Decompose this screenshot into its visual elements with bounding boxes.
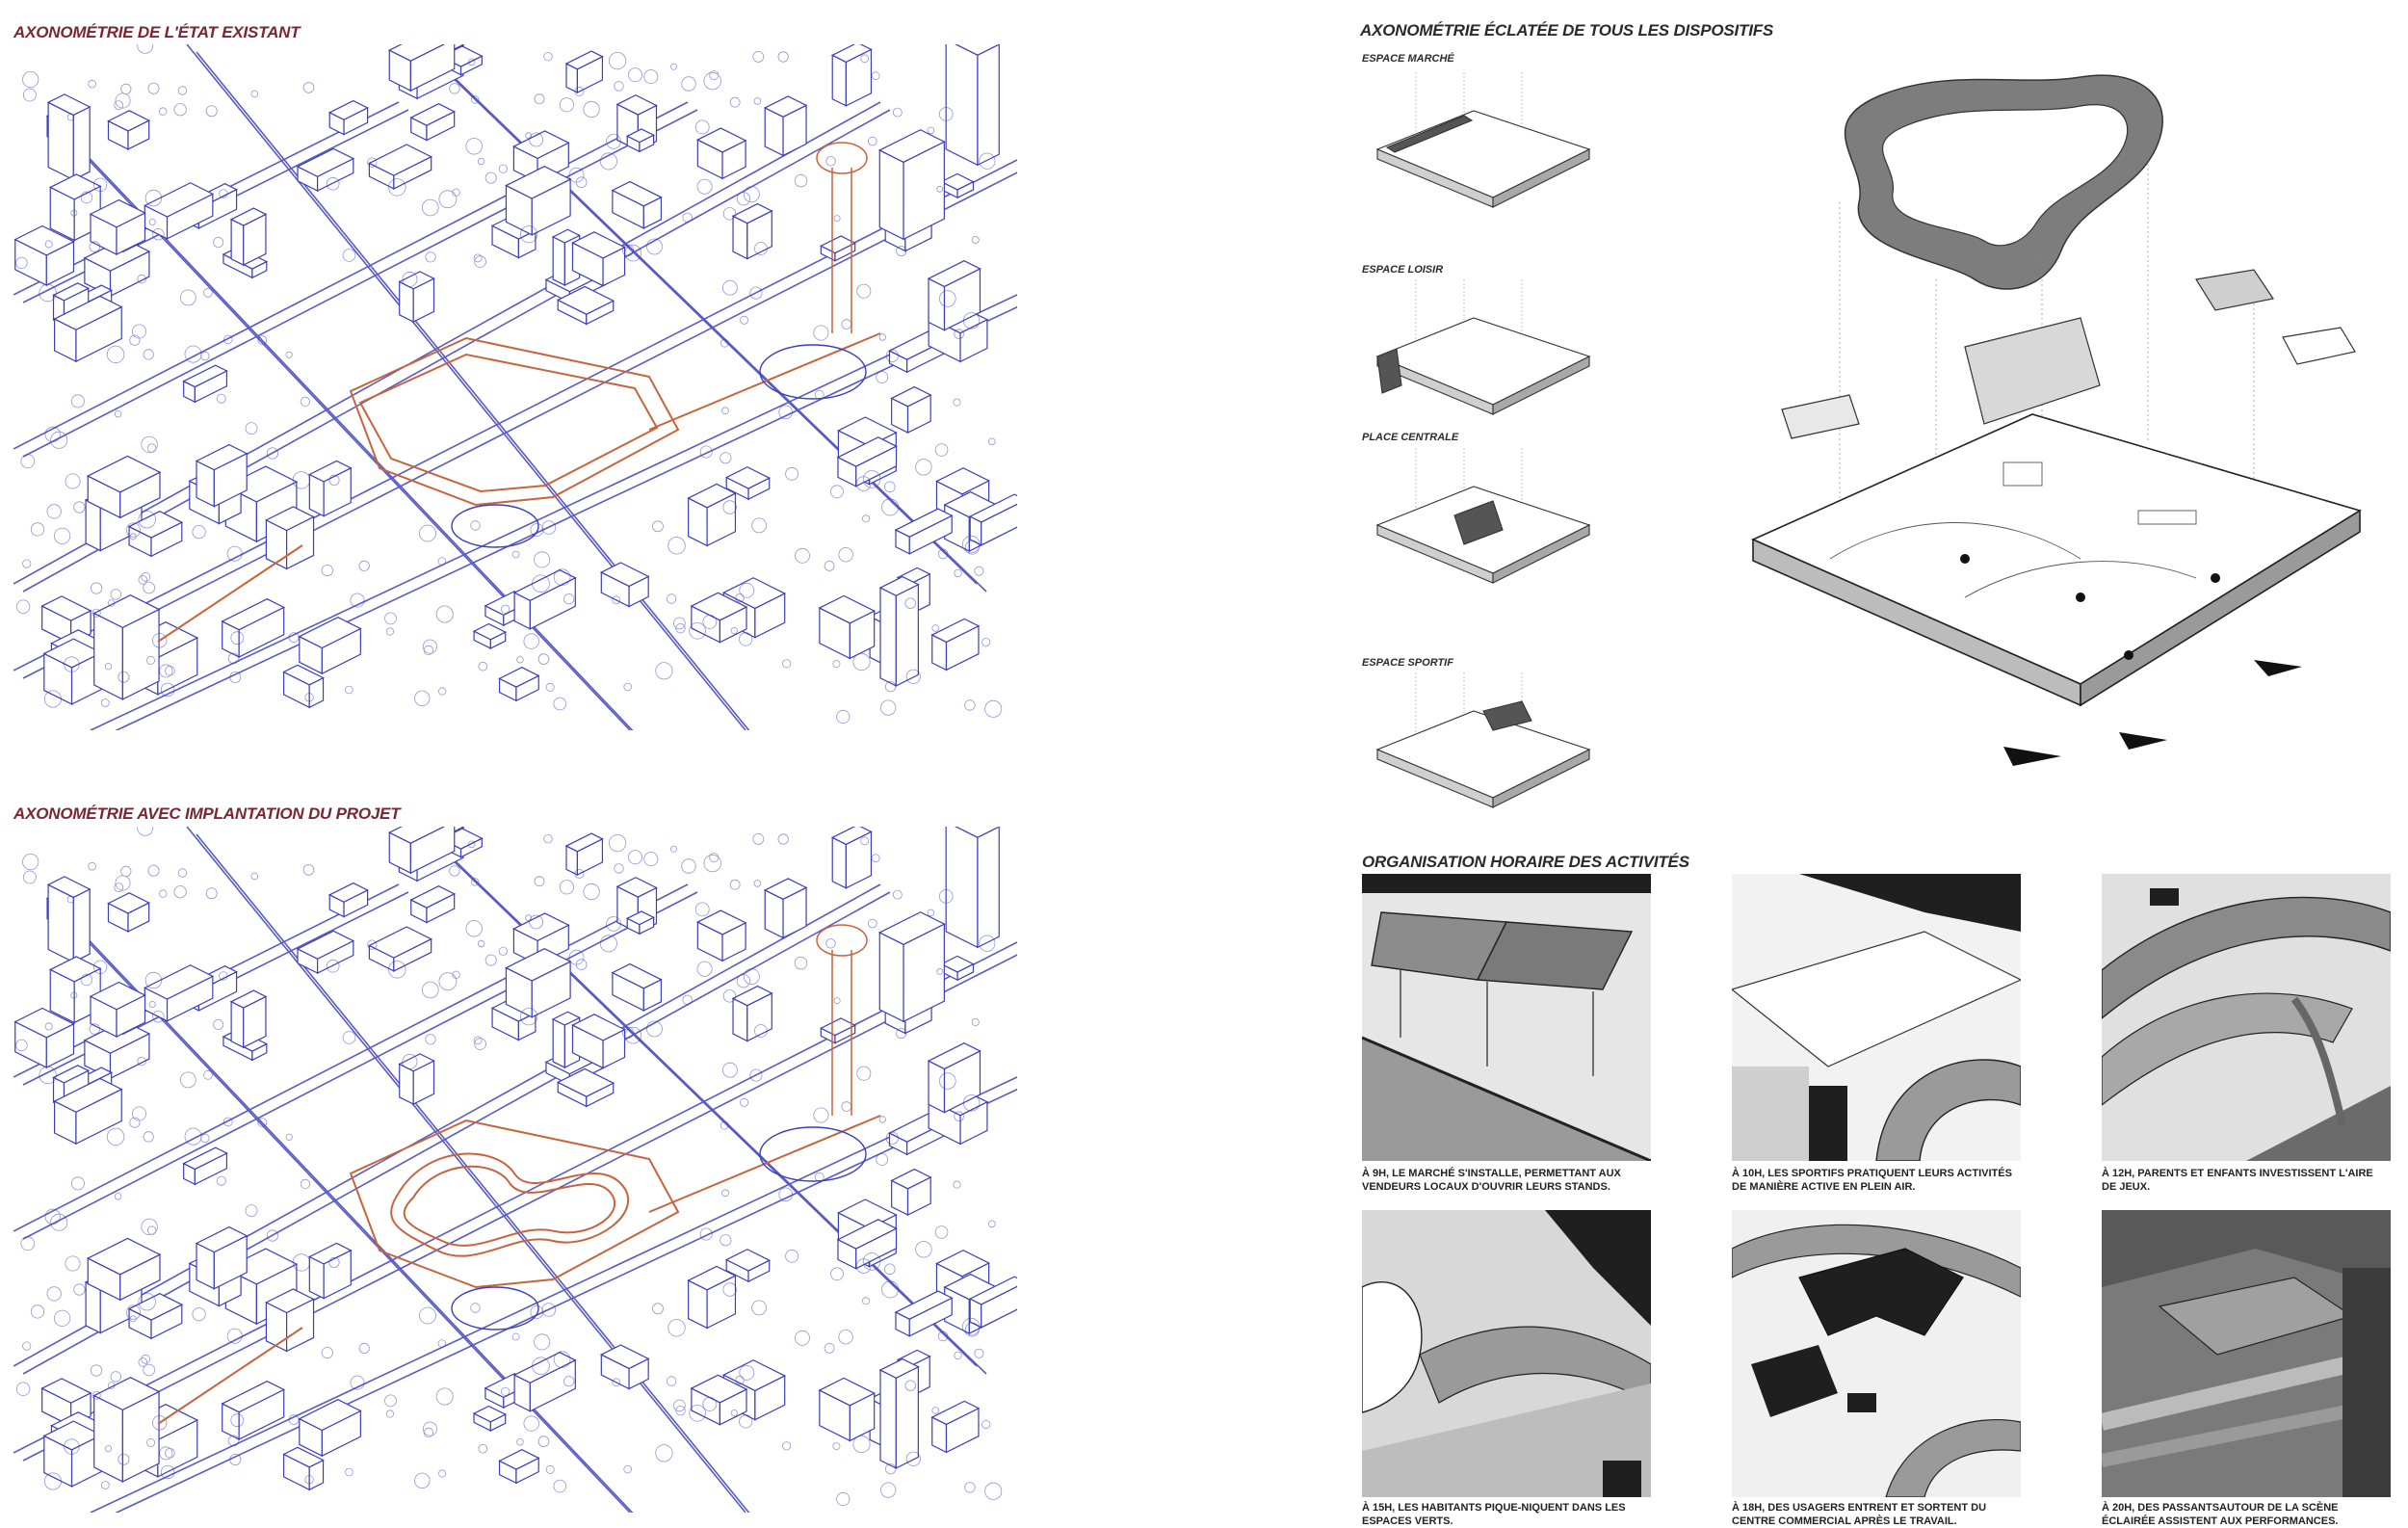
activity-panel-15h bbox=[1362, 1210, 1651, 1497]
existing-axonometry-drawing bbox=[13, 44, 1017, 730]
activity-caption-9h: À 9H, LE MARCHÉ S'INSTALLE, PERMETTANT A… bbox=[1362, 1168, 1621, 1193]
building-blocks bbox=[13, 827, 1017, 1491]
vegetation-hatching bbox=[15, 827, 1003, 1507]
central-square-outline bbox=[157, 332, 881, 643]
activity-caption-12h: À 12H, PARENTS ET ENFANTS INVESTISSENT L… bbox=[2102, 1168, 2373, 1193]
activity-panel-18h bbox=[1732, 1210, 2021, 1497]
title-existing-axonometry: AXONOMÉTRIE DE L'ÉTAT EXISTANT bbox=[13, 23, 301, 41]
device-drawing bbox=[1375, 279, 1591, 415]
tower-landmark bbox=[816, 924, 868, 1116]
exploded-axonometry-drawing bbox=[1751, 74, 2362, 766]
device-label: PLACE CENTRALE bbox=[1362, 432, 1459, 443]
activity-caption-20h: À 20H, DES PASSANTSAUTOUR DE LA SCÈNE ÉC… bbox=[2102, 1502, 2339, 1527]
base-platform bbox=[1751, 413, 2362, 707]
device-drawing bbox=[1375, 672, 1591, 808]
activity-caption-10h: À 10H, LES SPORTIFS PRATIQUENT LEURS ACT… bbox=[1732, 1168, 2012, 1193]
tower-landmark bbox=[816, 142, 868, 333]
roundabout-east bbox=[451, 344, 867, 548]
platform-details bbox=[1829, 461, 2197, 598]
device-drawing bbox=[1375, 72, 1591, 208]
floating-volumes bbox=[1781, 269, 2356, 439]
title-project-axonometry: AXONOMÉTRIE AVEC IMPLANTATION DU PROJET bbox=[13, 804, 401, 823]
device-label: ESPACE MARCHÉ bbox=[1362, 53, 1454, 65]
device-label: ESPACE LOISIR bbox=[1362, 264, 1444, 276]
vegetation-hatching bbox=[15, 44, 1003, 724]
title-activity-schedule: ORGANISATION HORAIRE DES ACTIVITÉS bbox=[1362, 853, 1689, 871]
building-blocks bbox=[13, 44, 1017, 709]
project-axonometry-drawing bbox=[13, 827, 1017, 1513]
activity-caption-18h: À 18H, DES USAGERS ENTRENT ET SORTENT DU… bbox=[1732, 1502, 1987, 1527]
project-implantation bbox=[157, 1115, 881, 1425]
road-network bbox=[13, 827, 1017, 1513]
activity-panel-10h bbox=[1732, 874, 2021, 1161]
activity-caption-15h: À 15H, LES HABITANTS PIQUE-NIQUENT DANS … bbox=[1362, 1502, 1626, 1527]
activity-panel-20h bbox=[2102, 1210, 2391, 1497]
activity-panel-12h bbox=[2102, 874, 2391, 1161]
device-label: ESPACE SPORTIF bbox=[1362, 657, 1453, 669]
roundabout-east bbox=[451, 1126, 867, 1330]
device-drawing bbox=[1375, 448, 1591, 584]
platform-markers bbox=[1960, 554, 2302, 766]
title-exploded-axonometry: AXONOMÉTRIE ÉCLATÉE DE TOUS LES DISPOSIT… bbox=[1360, 21, 1774, 40]
activity-panel-9h bbox=[1362, 874, 1651, 1161]
